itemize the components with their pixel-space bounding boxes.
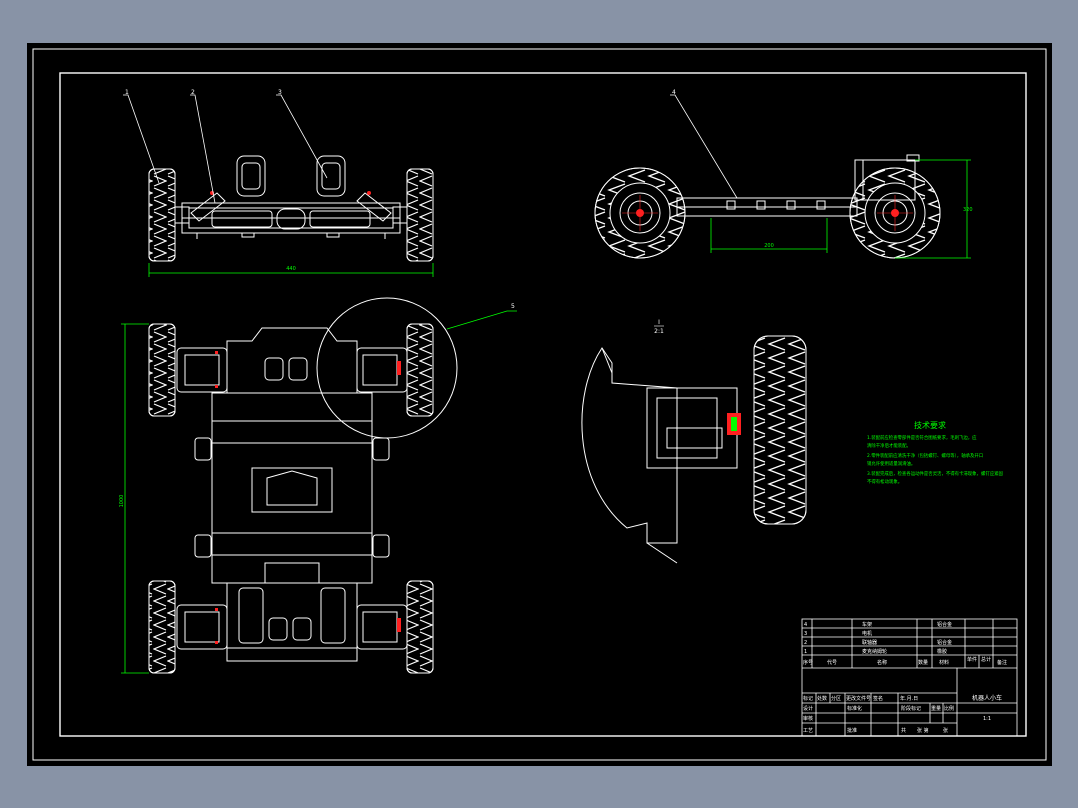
detail-label: I — [658, 319, 660, 326]
drawing-text: 签名 — [873, 695, 883, 702]
drawing-text: 车架 — [862, 621, 872, 628]
detail-circle — [316, 297, 458, 439]
tech-line-6: 不得有松动现象。 — [867, 478, 902, 485]
balloon-5: 5 — [511, 303, 515, 310]
outer-frame — [32, 48, 1047, 761]
drawing-text: 3 — [804, 631, 807, 637]
drawing-text: 标准化 — [847, 705, 862, 712]
tech-line-4: 销允许使用适量润滑油。 — [867, 460, 915, 467]
detail-scale: 2:1 — [654, 328, 664, 335]
drawing-text: 麦克纳姆轮 — [862, 648, 887, 655]
drawing-text: 批准 — [847, 727, 857, 734]
front-right-wheel — [406, 168, 434, 262]
drawing-text: 更改文件号 — [846, 695, 871, 702]
drawing-text: 单件 — [967, 656, 977, 663]
drawing-text: 分区 — [831, 695, 841, 702]
drawing-text: 总计 — [981, 656, 991, 663]
top-view — [148, 297, 458, 674]
front-width-dimension: 440 — [286, 266, 296, 272]
top-rear-right-wheel — [406, 580, 434, 674]
balloon-4: 4 — [672, 89, 676, 96]
balloon-2: 2 — [191, 89, 195, 96]
inner-frame — [59, 72, 1027, 737]
tech-line-3: 2.零件装配前应清洗干净（包括螺钉、螺母等），轴承及开口 — [867, 452, 983, 459]
drawing-text: 代号 — [827, 659, 837, 666]
title-block — [801, 618, 1018, 737]
balloon-3: 3 — [278, 89, 282, 96]
drawing-text: 名称 — [877, 659, 887, 666]
assembly-drawing: 440 1 2 3 — [32, 48, 1047, 761]
side-height-dimension: 320 — [963, 207, 973, 213]
title-block-text: 4 车架 铝合金 3 电机 2 联轴器 铝合金 1 麦克纳姆轮 橡胶 序号 代号… — [803, 621, 1007, 734]
tech-line-5: 3.装配完成后，检查各运动件是否灵活，不得有卡滞现象，螺钉应紧固 — [867, 470, 1004, 477]
drawing-text: 审核 — [803, 715, 813, 722]
top-rear-left-wheel — [148, 580, 176, 674]
drawing-text: 共 — [901, 727, 906, 734]
drawing-text: 联轴器 — [862, 639, 877, 646]
drawing-text: 阶段标记 — [901, 705, 921, 712]
tech-line-2: 清除干净后才能装配。 — [867, 442, 911, 449]
drawing-text: 处数 — [817, 695, 827, 702]
drawing-text: 张 — [943, 727, 948, 734]
side-base-dimension: 200 — [764, 243, 774, 249]
drawing-text: 序号 — [803, 659, 813, 666]
drawing-text: 工艺 — [803, 728, 813, 734]
drawing-text: 标记 — [803, 695, 813, 702]
drawing-text: 数量 — [918, 659, 928, 666]
drawing-text: 材料 — [939, 659, 949, 666]
drawing-text: 橡胶 — [937, 648, 947, 655]
drawing-text: 年.月.日 — [900, 695, 918, 702]
top-length-dimension: 1000 — [119, 495, 125, 508]
drawing-text: 2 — [804, 640, 807, 646]
tech-title: 技术要求 — [914, 420, 946, 430]
top-front-left-wheel — [148, 323, 176, 417]
tech-requirements: 技术要求 1.装配前应检查零部件是否符合图纸要求，毛刺飞边，应 清除干净后才能装… — [867, 420, 1004, 485]
drawing-text: 4 — [804, 622, 807, 628]
balloon-1: 1 — [125, 89, 129, 96]
drawing-text: 电机 — [862, 630, 872, 637]
tech-line-1: 1.装配前应检查零部件是否符合图纸要求，毛刺飞边，应 — [867, 434, 977, 441]
drawing-text: 铝合金 — [937, 639, 952, 646]
drawing-text: 张 第 — [917, 727, 929, 734]
drawing-text: 备注 — [997, 659, 1007, 666]
top-front-right-wheel — [406, 323, 434, 417]
drawing-title: 机器人小车 — [972, 694, 1002, 702]
drawing-text: 设计 — [803, 705, 813, 712]
drawing-text: 比例 — [944, 705, 954, 712]
cad-viewport[interactable]: 440 1 2 3 — [27, 43, 1052, 766]
scale-value: 1:1 — [983, 716, 991, 722]
front-left-wheel — [148, 168, 176, 262]
front-view — [148, 155, 434, 262]
drawing-text: 铝合金 — [937, 621, 952, 628]
detail-view — [581, 335, 807, 564]
drawing-text: 1 — [804, 649, 807, 655]
drawing-text: 重量 — [931, 705, 941, 712]
detail-wheel — [753, 335, 807, 525]
